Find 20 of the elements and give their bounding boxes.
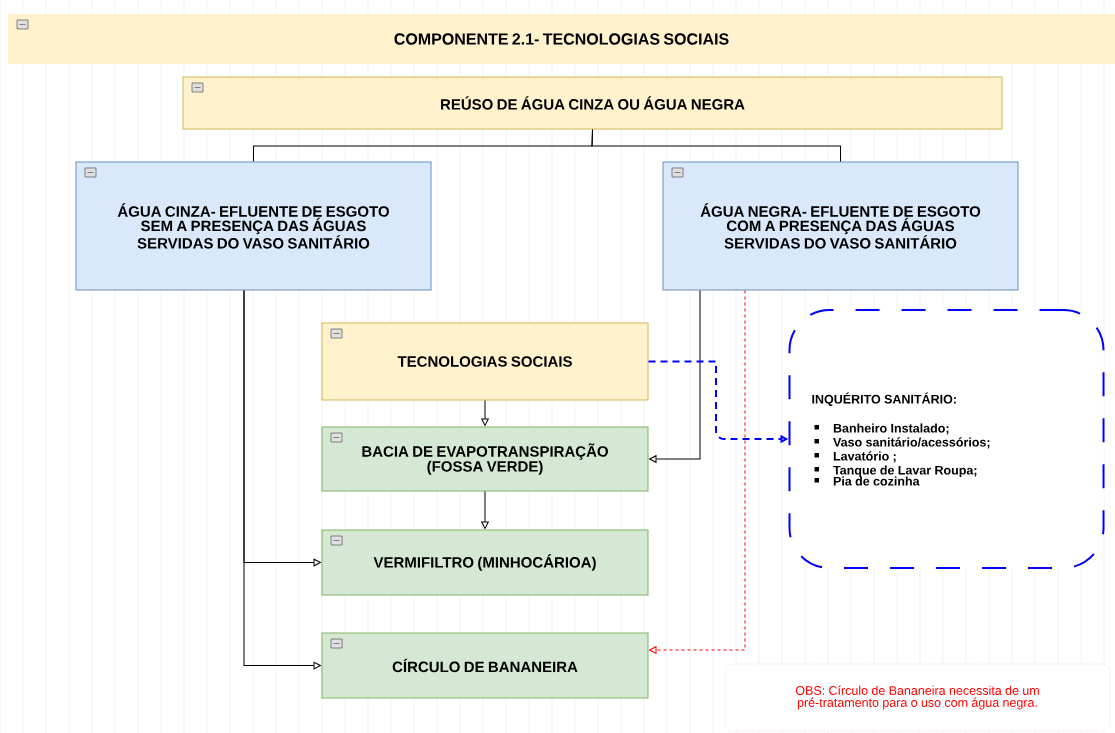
connector-arrow — [243, 290, 321, 670]
node-label: Lavatório ; — [833, 451, 896, 463]
process-box: BACIA DE EVAPOTRANSPIRAÇÃO (FOSSA VERDE) — [321, 426, 649, 492]
connector-arrow — [649, 290, 746, 654]
process-box: CÍRCULO DE BANANEIRA — [321, 632, 649, 699]
process-box: REÚSO DE ÁGUA CINZA OU ÁGUA NEGRA — [182, 76, 1003, 130]
connector-arrow — [649, 290, 701, 463]
process-box: TECNOLOGIAS SOCIAIS — [321, 322, 649, 401]
connector-arrow — [481, 400, 489, 426]
process-box: ÁGUA NEGRA- EFLUENTE DE ESGOTO COM A PRESENÇA DAS ÁGUAS SERVIDAS DO VASO SANITÁRIO — [662, 161, 1019, 291]
connector-arrow — [481, 491, 489, 529]
node-label: INQUÉRITO SANITÁRIO: — [812, 392, 956, 406]
checklist-box: INQUÉRITO SANITÁRIO: Banheiro Instalado; Vaso sanitário/acessórios; Lavatório ; Tanque de Lavar Roupa; Pia de cozinha — [788, 309, 1105, 569]
node-label: Banheiro Instalado; — [833, 423, 949, 435]
note-box: OBS: Círculo de Bananeira necessita de um pré-tratamento para o uso com água negra. — [724, 663, 1111, 732]
node-label: Pia de cozinha — [833, 476, 920, 486]
node-label: Vaso sanitário/acessórios; — [833, 437, 990, 449]
title-band: COMPONENTE 2.1- TECNOLOGIAS SOCIAIS — [8, 14, 1115, 64]
process-box: ÁGUA CINZA- EFLUENTE DE ESGOTO SEM A PRESENÇA DAS ÁGUAS SERVIDAS DO VASO SANITÁRIO — [75, 161, 432, 291]
process-box: VERMIFILTRO (MINHOCÁRIOA) — [321, 529, 649, 596]
